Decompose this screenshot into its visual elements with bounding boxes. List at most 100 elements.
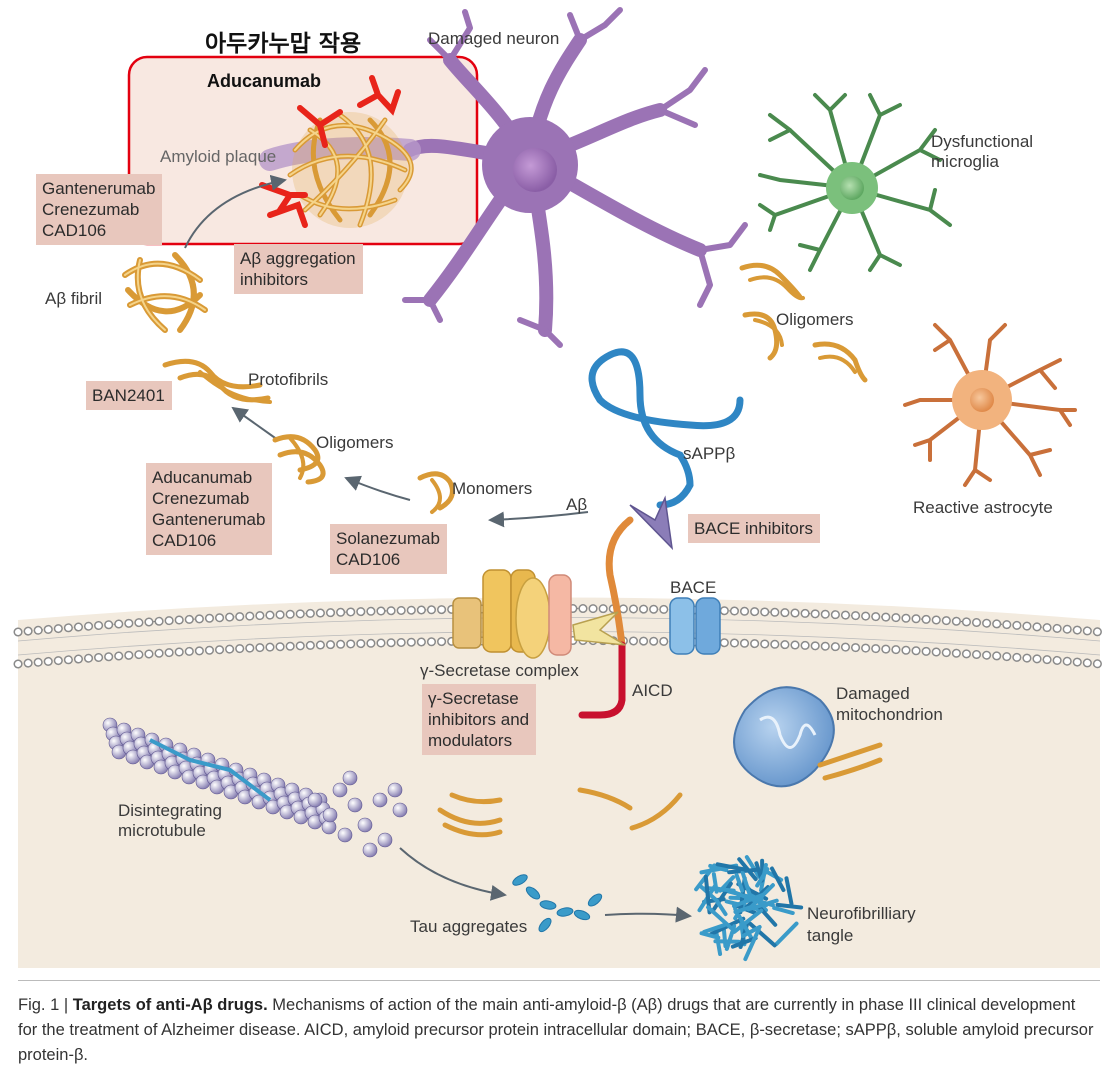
tangle-strand <box>699 931 721 940</box>
tangle-strand <box>732 893 765 909</box>
drug-aggregation-line2: inhibitors <box>240 270 309 289</box>
tangle-strand <box>702 923 727 934</box>
protofibrils <box>162 358 272 404</box>
microtubule-bead <box>372 792 388 808</box>
tangle-strand <box>732 908 764 934</box>
tangle-strand <box>714 898 728 917</box>
drug-cad106: CAD106 <box>42 221 107 240</box>
drug-box-aggregation: Aβ aggregation inhibitors <box>234 244 363 294</box>
label-neurofibrilliary: Neurofibrilliary <box>807 904 916 923</box>
tangle-strand <box>733 904 755 915</box>
tangle-strand <box>748 921 777 948</box>
abeta-fibril <box>122 252 208 333</box>
diagram-illustration <box>13 7 1105 968</box>
drug-ban2401: BAN2401 <box>92 386 165 405</box>
drug-cad106-2: CAD106 <box>152 531 217 550</box>
drug-solanezumab: Solanezumab <box>336 529 440 548</box>
drug-aggregation-line1: Aβ aggregation <box>240 249 356 268</box>
dysfunctional-microglia <box>758 93 952 272</box>
tangle-strand <box>769 866 786 893</box>
tangle-strand <box>784 876 794 906</box>
label-sappb: sAPPβ <box>683 444 736 463</box>
microtubule-bead <box>357 817 373 833</box>
diagram-canvas <box>13 7 1105 968</box>
drug-gamma-line1: γ-Secretase <box>428 689 519 708</box>
label-abeta-fibril: Aβ fibril <box>45 289 103 308</box>
label-oligomers-right: Oligomers <box>776 310 854 329</box>
microtubule-bead <box>307 792 323 808</box>
drug-aducanumab: Aducanumab <box>152 468 253 487</box>
caption-title: Targets of anti-Aβ drugs. <box>72 996 268 1014</box>
microtubule-bead <box>362 842 378 858</box>
drug-cad106-3: CAD106 <box>336 550 401 569</box>
microtubule-bead <box>342 770 358 786</box>
label-gamma-complex: γ-Secretase complex <box>420 661 579 680</box>
reactive-astrocyte <box>903 323 1077 487</box>
drug-box-gamma: γ-Secretase inhibitors and modulators <box>422 684 537 755</box>
caption-divider <box>18 980 1100 981</box>
microtubule-bead <box>377 832 393 848</box>
drug-box-protofibril: BAN2401 <box>86 381 172 410</box>
neurofibrillary-tangle <box>694 855 804 962</box>
tangle-strand <box>730 936 758 949</box>
arrow-tau-to-tangle <box>604 906 692 923</box>
label-damaged-neuron: Damaged neuron <box>428 29 560 48</box>
tangle-strand <box>755 867 770 888</box>
microtubule-bead <box>347 797 363 813</box>
label-microtubule: microtubule <box>118 821 206 840</box>
label-aicd: AICD <box>632 681 673 700</box>
tangle-strand <box>715 862 750 873</box>
label-tau-aggregates: Tau aggregates <box>410 917 528 936</box>
arrow-monomers-to-oligomers <box>344 475 411 501</box>
label-monomers: Monomers <box>452 479 533 498</box>
label-abeta: Aβ <box>566 495 588 514</box>
drug-crenezumab-2: Crenezumab <box>152 489 250 508</box>
tangle-strand <box>724 924 737 951</box>
disintegrating-microtubule <box>102 717 408 858</box>
label-disintegrating: Disintegrating <box>118 801 222 820</box>
tangle-strand <box>740 870 753 900</box>
intracellular-amyloid <box>437 742 883 838</box>
label-amyloid-plaque: Amyloid plaque <box>160 147 277 166</box>
label-mitochondrion: mitochondrion <box>836 705 943 724</box>
label-damaged: Damaged <box>836 684 910 703</box>
figure-caption: Fig. 1 | Targets of anti-Aβ drugs. Mecha… <box>18 993 1098 1068</box>
cytoplasm <box>18 597 1100 968</box>
label-tangle: tangle <box>807 926 854 945</box>
drug-gantenerumab: Gantenerumab <box>42 179 156 198</box>
abeta-strand <box>605 516 634 649</box>
drug-gamma-line3: modulators <box>428 731 513 750</box>
microtubule-tau-strand <box>149 738 272 802</box>
arrow-microtubule-to-tau <box>399 847 507 901</box>
microtubule-bead <box>322 807 338 823</box>
drug-box-monomer: Solanezumab CAD106 <box>330 524 447 574</box>
arrow-abeta-to-monomers <box>488 511 589 528</box>
tangle-strand <box>743 927 761 962</box>
tangle-strand <box>713 939 741 944</box>
drug-crenezumab: Crenezumab <box>42 200 140 219</box>
microtubule-bead <box>387 782 403 798</box>
oligomers-right <box>739 262 868 383</box>
monomers <box>417 471 455 514</box>
microtubule-bead <box>392 802 408 818</box>
microtubule-bead <box>332 782 348 798</box>
drug-box-oligomer: Aducanumab Crenezumab Gantenerumab CAD10… <box>146 463 273 555</box>
korean-title: 아두카누맙 작용 <box>205 31 362 57</box>
tangle-strand <box>772 905 795 916</box>
damaged-mitochondrion <box>733 686 835 788</box>
label-reactive-astrocyte: Reactive astrocyte <box>913 498 1053 517</box>
bace-protein <box>669 597 721 655</box>
tangle-strand <box>703 886 736 893</box>
drug-bace-inhibitors: BACE inhibitors <box>694 519 814 538</box>
aicd-strand <box>578 641 626 719</box>
sappb-strand <box>588 348 744 509</box>
tangle-strand <box>706 905 734 930</box>
oligomers-left <box>272 434 326 485</box>
bace-cleavage-site <box>629 495 674 551</box>
drug-gamma-line2: inhibitors and <box>428 710 530 729</box>
caption-prefix: Fig. 1 | <box>18 996 73 1014</box>
tangle-strand <box>744 855 761 879</box>
arrow-oligomers-to-protofibrils <box>231 406 279 441</box>
drug-box-bace: BACE inhibitors <box>688 514 821 543</box>
tangle-strand <box>774 921 799 947</box>
